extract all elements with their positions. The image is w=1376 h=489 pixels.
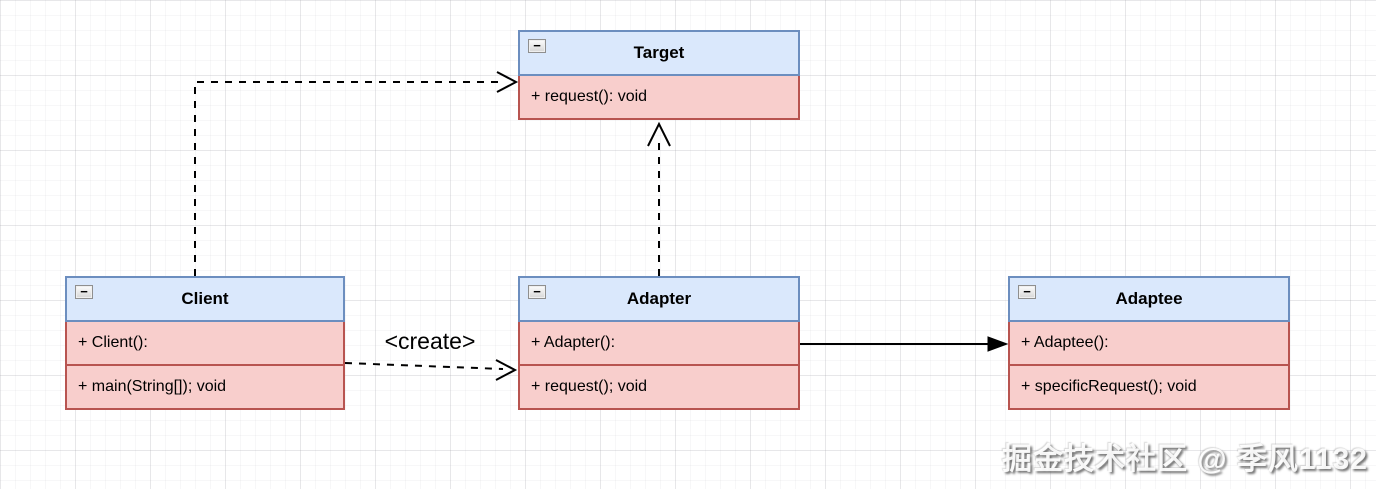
class-method: + specificRequest(); void — [1008, 364, 1290, 410]
class-title: Adaptee — [1115, 289, 1183, 308]
collapse-button[interactable]: − — [528, 285, 546, 299]
class-header-target: − Target — [518, 30, 800, 76]
minus-icon: − — [80, 283, 88, 299]
dependency-edge-adapter-to-target — [647, 121, 671, 276]
watermark: 掘金技术社区 @ 季风1132 — [1001, 443, 1368, 476]
class-title: Target — [633, 43, 685, 62]
class-method: + Client(): — [65, 320, 345, 366]
class-box-adaptee: − Adaptee + Adaptee(): + specificRequest… — [1008, 276, 1290, 410]
minus-icon: − — [533, 37, 541, 53]
class-method: + Adaptee(): — [1008, 320, 1290, 366]
create-edge-client-to-adapter — [344, 359, 518, 381]
class-method: + request(); void — [518, 364, 800, 410]
class-box-client: − Client + Client(): + main(String[]); v… — [65, 276, 345, 410]
class-header-adaptee: − Adaptee — [1008, 276, 1290, 322]
class-method: + request(): void — [518, 74, 800, 120]
edge-label-create: <create> — [384, 328, 476, 354]
class-header-adapter: − Adapter — [518, 276, 800, 322]
class-box-adapter: − Adapter + Adapter(): + request(); void — [518, 276, 800, 410]
association-edge-adapter-to-adaptee — [800, 336, 1009, 352]
class-title: Adapter — [626, 289, 692, 308]
dependency-edge-client-to-target — [194, 71, 519, 276]
minus-icon: − — [1023, 283, 1031, 299]
collapse-button[interactable]: − — [1018, 285, 1036, 299]
class-header-client: − Client — [65, 276, 345, 322]
class-box-target: − Target + request(): void — [518, 30, 800, 120]
collapse-button[interactable]: − — [528, 39, 546, 53]
collapse-button[interactable]: − — [75, 285, 93, 299]
class-title: Client — [181, 289, 229, 308]
class-method: + Adapter(): — [518, 320, 800, 366]
minus-icon: − — [533, 283, 541, 299]
class-method: + main(String[]); void — [65, 364, 345, 410]
